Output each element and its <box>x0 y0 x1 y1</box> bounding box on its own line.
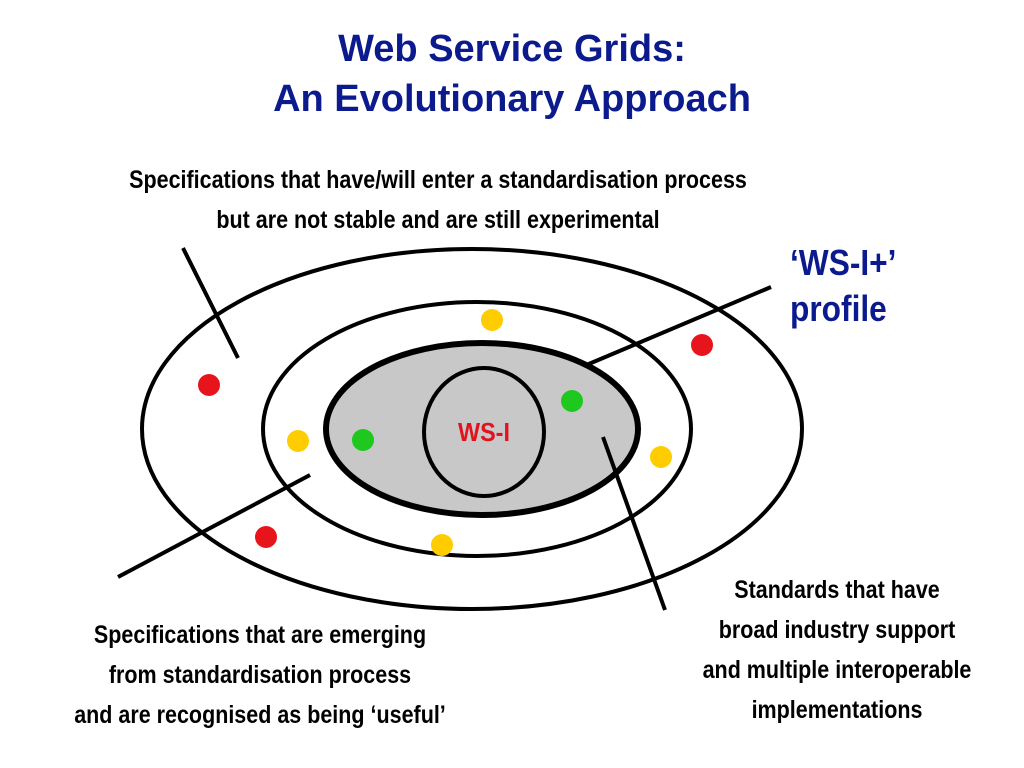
red-dot <box>198 374 220 396</box>
profile-label: ‘WS-I+’ profile <box>790 240 896 332</box>
caption-experimental-line-1: Specifications that have/will enter a st… <box>129 166 747 194</box>
middle-ellipse <box>261 300 693 558</box>
core-ellipse <box>323 340 641 518</box>
profile-label-line-1: ‘WS-I+’ <box>790 242 897 283</box>
red-dot <box>691 334 713 356</box>
green-dot <box>561 390 583 412</box>
yellow-dot <box>650 446 672 468</box>
caption-emerging-line-2: from standardisation process <box>108 661 412 689</box>
yellow-dot <box>287 430 309 452</box>
yellow-dot <box>431 534 453 556</box>
ws-i-circle <box>422 366 546 498</box>
caption-experimental: Specifications that have/will enter a st… <box>61 160 814 240</box>
caption-standards: Standards that have broad industry suppo… <box>676 570 998 730</box>
pointer-line-profile <box>583 285 772 368</box>
pointer-line-emerging <box>117 473 311 579</box>
caption-emerging: Specifications that are emerging from st… <box>36 615 483 735</box>
yellow-dot <box>481 309 503 331</box>
caption-experimental-line-2: but are not stable and are still experim… <box>216 206 660 234</box>
caption-standards-line-2: broad industry support <box>718 616 956 644</box>
slide-title-line-1: Web Service Grids: <box>338 28 686 70</box>
caption-standards-line-1: Standards that have <box>734 576 940 604</box>
caption-emerging-line-3: and are recognised as being ‘useful’ <box>74 701 446 729</box>
outer-ellipse <box>140 247 804 611</box>
caption-standards-line-3: and multiple interoperable <box>702 656 972 684</box>
ws-i-label: WS-I <box>458 419 510 447</box>
pointer-line-standards <box>601 436 667 611</box>
slide-title: Web Service Grids: An Evolutionary Appro… <box>0 24 1024 124</box>
pointer-line-experimental <box>181 247 240 359</box>
caption-emerging-line-1: Specifications that are emerging <box>93 621 427 649</box>
slide-title-line-2: An Evolutionary Approach <box>273 78 751 120</box>
red-dot <box>255 526 277 548</box>
green-dot <box>352 429 374 451</box>
caption-standards-line-4: implementations <box>751 696 923 724</box>
profile-label-line-2: profile <box>790 288 887 329</box>
